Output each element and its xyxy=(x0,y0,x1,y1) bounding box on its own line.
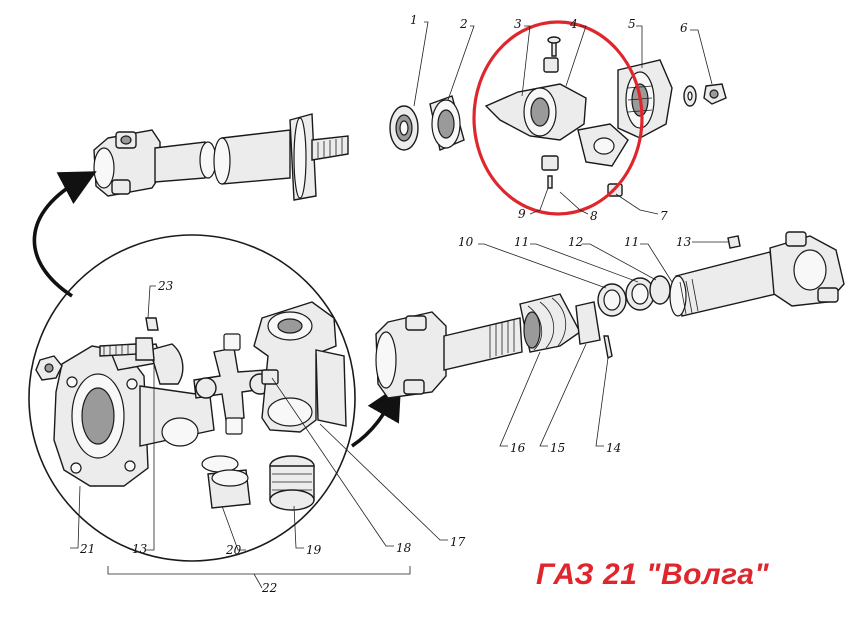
callout-9: 9 xyxy=(518,207,526,221)
leader-lines xyxy=(70,21,728,589)
sliding-yoke-part-11 xyxy=(669,231,845,317)
yoke-part-17 xyxy=(253,301,347,433)
callout-5: 5 xyxy=(628,17,636,31)
callout-19: 19 xyxy=(306,543,322,557)
arrow-to-upper-shaft xyxy=(32,171,97,298)
bolt-part-23 xyxy=(99,317,159,361)
flange-part-5 xyxy=(617,59,673,139)
callout-22: 22 xyxy=(261,581,277,595)
callout-13a: 13 xyxy=(676,235,692,249)
arrow-to-lower-shaft xyxy=(351,383,402,448)
clamp-part-15 xyxy=(575,301,601,345)
rubber-cushion-part-2 xyxy=(429,95,465,151)
bearing-part-1 xyxy=(389,105,419,151)
ring-parts-10-12 xyxy=(597,275,671,317)
support-bracket-part-3-4 xyxy=(484,36,629,197)
callout-1: 1 xyxy=(410,13,418,27)
callout-4: 4 xyxy=(569,17,578,31)
needle-bearing-part-19 xyxy=(269,455,315,511)
callout-17: 17 xyxy=(450,535,466,549)
callout-11a: 11 xyxy=(514,235,529,249)
callout-7: 7 xyxy=(660,209,668,223)
callout-18: 18 xyxy=(396,541,412,555)
callout-23: 23 xyxy=(157,279,174,293)
callout-12: 12 xyxy=(568,235,583,249)
callout-10: 10 xyxy=(458,235,474,249)
callout-6: 6 xyxy=(680,21,688,35)
callout-16: 16 xyxy=(510,441,526,455)
callout-2: 2 xyxy=(459,17,468,31)
callout-labels: 1 2 3 4 5 6 7 8 9 10 11 11 12 13 13 14 1… xyxy=(79,13,692,595)
callout-14: 14 xyxy=(606,441,621,455)
spider-cross-part xyxy=(193,333,271,435)
callout-21: 21 xyxy=(79,542,95,556)
callout-8: 8 xyxy=(590,209,598,223)
highlight-circle xyxy=(472,20,644,216)
propeller-shaft xyxy=(375,311,523,399)
detail-circle xyxy=(28,234,356,562)
callout-3: 3 xyxy=(514,17,522,31)
callout-11b: 11 xyxy=(624,235,639,249)
callout-20: 20 xyxy=(225,543,242,557)
callout-13b: 13 xyxy=(132,542,148,556)
pin-part-14 xyxy=(603,335,613,360)
model-caption: ГАЗ 21 "Волга" xyxy=(536,558,770,591)
hex-nut-detail xyxy=(35,355,63,381)
seal-part-20 xyxy=(201,455,251,509)
intermediate-shaft xyxy=(93,113,349,201)
callout-15: 15 xyxy=(550,441,565,455)
flange-yoke-part-21 xyxy=(53,343,215,487)
grease-nipple-part-18 xyxy=(261,369,279,385)
grease-nipple-part-13 xyxy=(727,235,741,249)
rubber-boot-part-16 xyxy=(519,293,581,353)
washer-and-nut-part-6 xyxy=(683,83,727,107)
